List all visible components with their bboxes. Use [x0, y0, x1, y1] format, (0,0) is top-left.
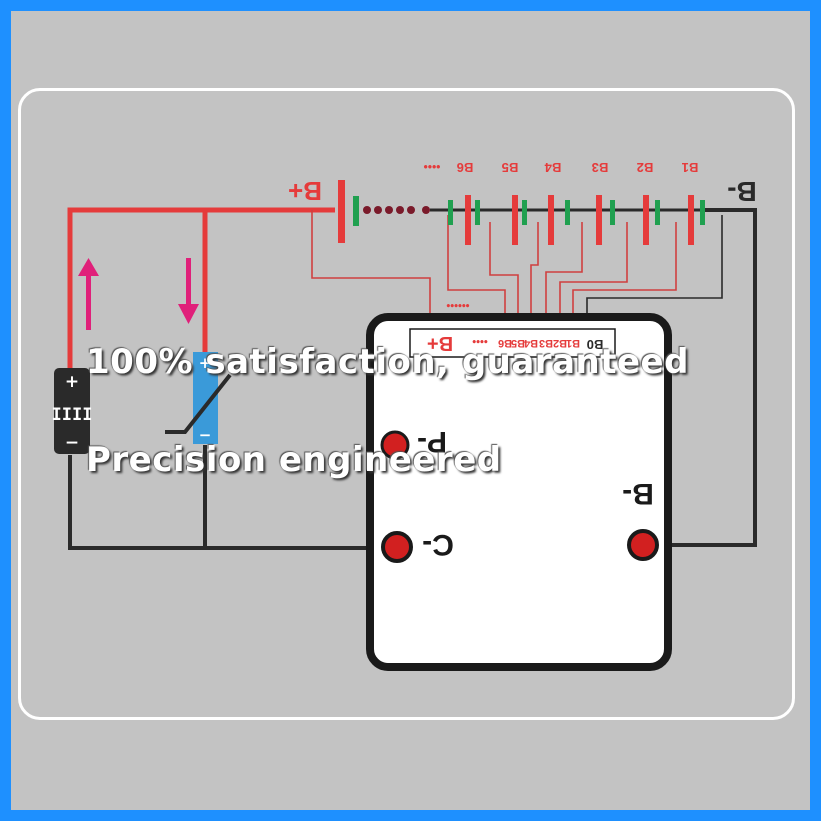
- battery-positive-plate: [338, 180, 359, 243]
- cell-label-b3: B3: [592, 160, 609, 175]
- switch-plus: +: [199, 354, 212, 372]
- board-header-dots: ••••: [472, 335, 488, 347]
- cell-dots: [363, 206, 430, 214]
- terminal-c-minus: C-: [381, 528, 454, 563]
- charger-body: IIII: [52, 405, 93, 425]
- terminal-b-minus-label: B-: [622, 477, 654, 510]
- board-pin-b2: B2: [553, 337, 567, 349]
- red-wires: [67, 207, 335, 370]
- board-pin-b3: B3: [539, 337, 553, 349]
- cells: [448, 195, 705, 245]
- overlay-tagline-2: Precision engineered: [86, 440, 502, 480]
- charger-minus: −: [65, 433, 79, 453]
- overlay-tagline-1: 100% satisfaction, guaranteed: [86, 342, 689, 382]
- cell-label-b4: B4: [544, 160, 561, 175]
- terminal-c-minus-label: C-: [422, 528, 454, 561]
- pack-b-plus-label: B+: [288, 176, 322, 206]
- protection-board: B+ •••• •••••• B6 B5 B4 B3 B2 B1 B0 P- C…: [366, 299, 672, 671]
- arrow-down-icon: [178, 258, 199, 324]
- cell-b5: [512, 195, 527, 245]
- terminal-p-minus-label: P-: [417, 425, 447, 458]
- board-dots: ••••••: [446, 299, 469, 311]
- cell-b3: [596, 195, 615, 245]
- current-arrows: [78, 258, 199, 330]
- charger-negative-wire: [68, 455, 398, 550]
- charger: + IIII −: [52, 368, 93, 454]
- board-pin-b4: B4: [523, 337, 538, 349]
- board-pin-b6: B6: [498, 337, 512, 349]
- cell-label-b5: B5: [502, 160, 519, 175]
- pack-b-minus-label: B-: [727, 176, 757, 207]
- board-b-plus-label: B+: [427, 332, 453, 354]
- main-positive-wire: [67, 207, 335, 370]
- cell-b2: [643, 195, 660, 245]
- board-pin-b1: B1: [566, 337, 580, 349]
- switch: + −: [165, 352, 232, 444]
- cell-label-more: ••••: [424, 160, 441, 174]
- cell-b6: [465, 195, 480, 245]
- diagram-panel: [18, 88, 795, 720]
- charger-plus: +: [65, 372, 79, 392]
- cell-b1: [688, 195, 705, 245]
- switch-minus: −: [199, 426, 212, 444]
- cell-label-b1: B1: [682, 160, 699, 175]
- board-pin-b0: B0: [587, 337, 604, 352]
- terminal-p-minus: P-: [380, 425, 447, 460]
- arrow-up-icon: [78, 258, 99, 330]
- battery-negative-wire: [645, 208, 757, 547]
- sense-wires: [311, 210, 723, 330]
- cell-labels: B6 B5 B4 B3 B2 B1 ••••: [424, 160, 699, 175]
- cell-b4: [548, 195, 570, 245]
- terminal-b-minus: B-: [622, 477, 659, 561]
- board-pin-b5: B5: [511, 337, 525, 349]
- cell-label-b2: B2: [637, 160, 654, 175]
- cell-label-b6: B6: [457, 160, 474, 175]
